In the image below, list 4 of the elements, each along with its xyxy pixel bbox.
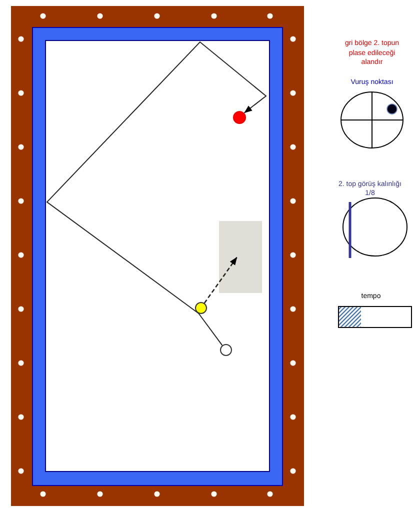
shaded-zone xyxy=(219,221,262,293)
arrow xyxy=(46,41,267,314)
dashed-arrow xyxy=(204,256,238,304)
line xyxy=(198,313,223,346)
